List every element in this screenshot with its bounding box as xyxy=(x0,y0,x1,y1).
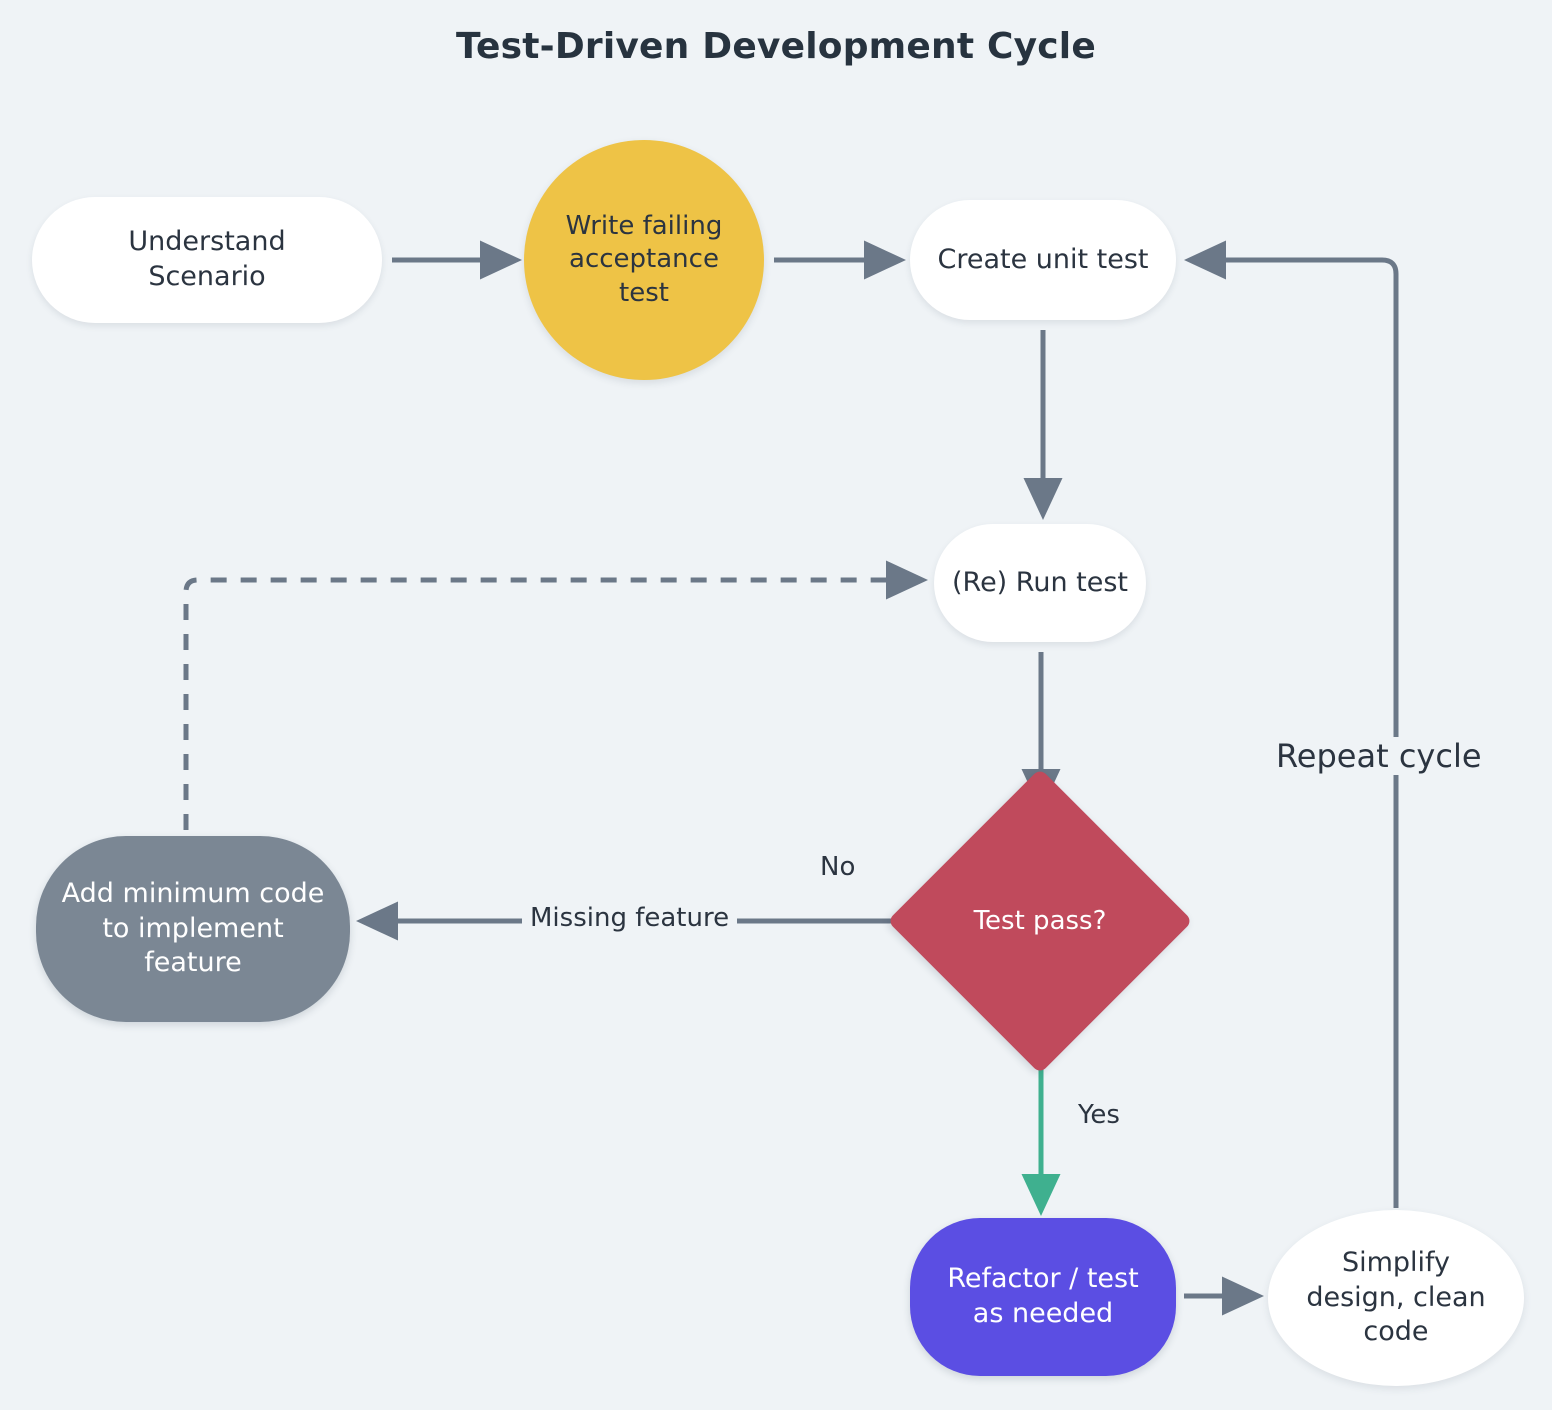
edge-add-minimum-to-rerun-dashed xyxy=(183,560,929,830)
node-write-failing-acceptance-test[interactable]: Write failing acceptance test xyxy=(524,140,764,380)
node-create-unit-test[interactable]: Create unit test xyxy=(910,200,1176,320)
node-refactor-test-as-needed-label: Refactor / test as needed xyxy=(947,1263,1139,1329)
node-understand-scenario[interactable]: Understand Scenario xyxy=(32,197,382,323)
node-create-unit-test-label: Create unit test xyxy=(937,243,1149,275)
edge-label-repeat-cycle: Repeat cycle xyxy=(1268,737,1490,775)
node-understand-scenario-label: Understand Scenario xyxy=(128,226,286,292)
node-test-pass-decision-label: Test pass? xyxy=(973,906,1107,936)
edge-simplify-to-create-unit-repeat xyxy=(1183,240,1399,1208)
node-test-pass-decision[interactable]: Test pass? xyxy=(887,768,1193,1074)
node-add-minimum-code[interactable]: Add minimum code to implement feature xyxy=(36,836,350,1022)
node-refactor-test-as-needed[interactable]: Refactor / test as needed xyxy=(910,1218,1176,1376)
node-re-run-test-label: (Re) Run test xyxy=(951,566,1128,598)
edge-label-yes: Yes xyxy=(1070,1100,1128,1130)
edge-label-missing-feature: Missing feature xyxy=(522,903,738,933)
node-write-failing-acceptance-test-label: Write failing acceptance test xyxy=(565,211,723,308)
node-add-minimum-code-label: Add minimum code to implement feature xyxy=(61,878,325,979)
node-simplify-design-clean-code[interactable]: Simplify design, clean code xyxy=(1268,1210,1524,1386)
edge-label-no: No xyxy=(812,852,864,882)
node-re-run-test[interactable]: (Re) Run test xyxy=(934,524,1146,642)
page-title: Test-Driven Development Cycle xyxy=(456,26,1096,67)
node-simplify-design-clean-code-label: Simplify design, clean code xyxy=(1306,1247,1486,1348)
